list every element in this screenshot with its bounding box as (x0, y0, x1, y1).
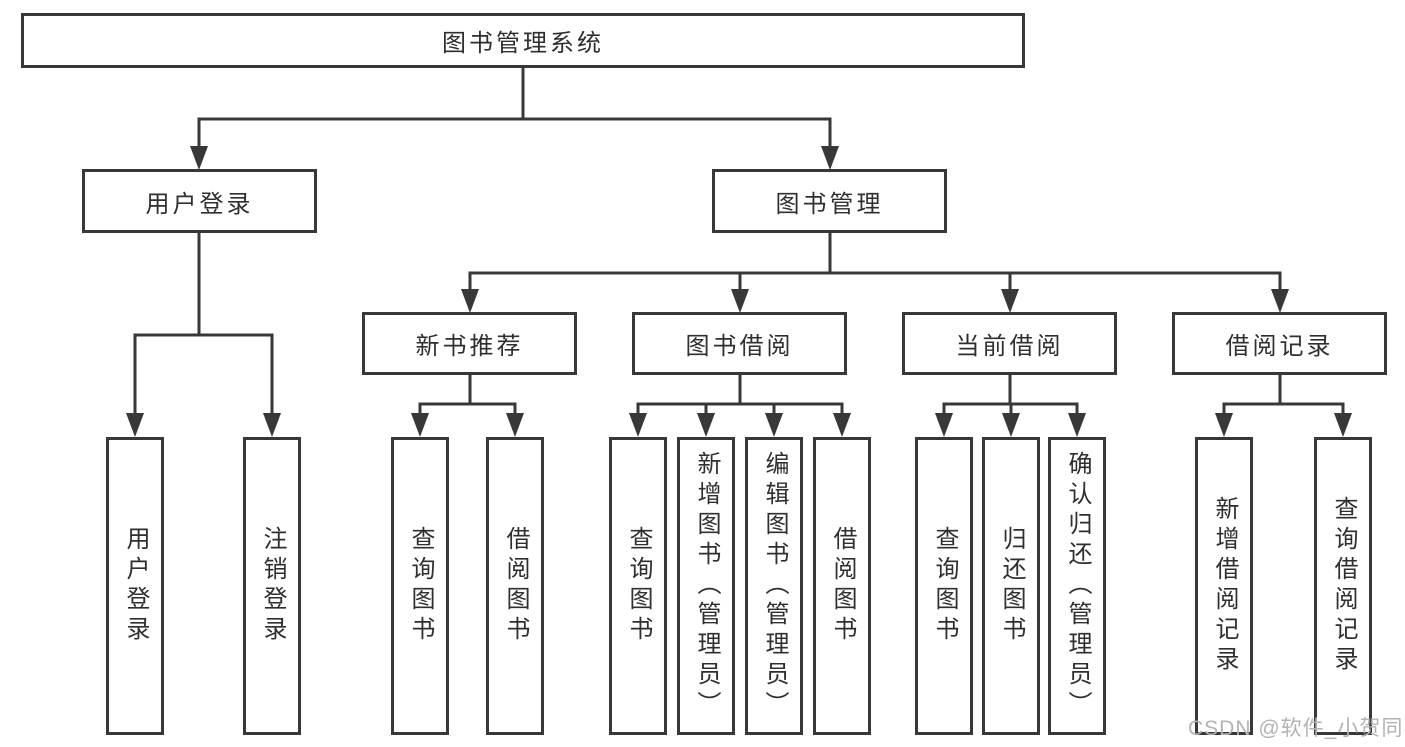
leaf-query-borrow-record: 查询借阅记录 (1314, 437, 1372, 735)
arrowhead-icon (1334, 413, 1352, 437)
arrowhead-icon (731, 289, 749, 313)
arrowhead-icon (1001, 289, 1019, 313)
arrowheads (126, 146, 1352, 437)
leaf-query-books-borrowing: 查询图书 (609, 437, 667, 735)
node-root: 图书管理系统 (21, 13, 1025, 68)
leaf-label: 新增借阅记录 (1211, 496, 1238, 676)
node-label: 图书管理系统 (442, 30, 604, 57)
connector-root-to-level2 (197, 63, 832, 152)
arrowhead-icon (1068, 413, 1086, 437)
node-book-management: 图书管理 (712, 169, 947, 233)
connector-mgmt-to-groups (468, 228, 1282, 296)
node-label: 用户登录 (145, 190, 254, 218)
leaf-label: 借阅图书 (829, 526, 856, 646)
arrowhead-icon (697, 413, 715, 437)
leaf-label: 查询图书 (407, 526, 434, 646)
leaf-borrow-books-borrowing: 借阅图书 (813, 437, 871, 735)
arrowhead-icon (1002, 413, 1020, 437)
connector-current-to-leaves (942, 371, 1079, 420)
arrowhead-icon (190, 146, 208, 170)
connector-records-to-leaves (1222, 371, 1345, 420)
leaf-label: 查询借阅记录 (1330, 496, 1357, 676)
node-label: 新书推荐 (415, 333, 524, 360)
leaf-label: 注销登录 (259, 526, 286, 646)
connector-borrowing-to-leaves (636, 371, 844, 420)
leaf-label: 编辑图书（管理员） (761, 451, 788, 721)
node-new-book-recommendation: 新书推荐 (362, 312, 577, 375)
arrowhead-icon (1215, 413, 1233, 437)
leaf-label: 确认归还（管理员） (1064, 451, 1091, 721)
node-current-borrowing: 当前借阅 (902, 312, 1117, 375)
node-book-borrowing: 图书借阅 (632, 312, 847, 375)
leaf-add-borrow-record: 新增借阅记录 (1195, 437, 1253, 735)
arrowhead-icon (833, 413, 851, 437)
leaf-logout: 注销登录 (243, 437, 301, 735)
node-borrowing-records: 借阅记录 (1172, 312, 1387, 375)
leaf-label: 查询图书 (931, 526, 958, 646)
node-label: 借阅记录 (1225, 333, 1334, 360)
leaf-label: 用户登录 (122, 526, 149, 646)
node-label: 图书借阅 (685, 333, 794, 360)
arrowhead-icon (126, 413, 144, 437)
leaf-user-login: 用户登录 (106, 437, 164, 735)
leaf-edit-books-admin: 编辑图书（管理员） (745, 437, 803, 735)
connector-login-to-leaves (133, 228, 274, 420)
arrowhead-icon (935, 413, 953, 437)
arrowhead-icon (263, 413, 281, 437)
leaf-confirm-return-admin: 确认归还（管理员） (1048, 437, 1106, 735)
node-user-login: 用户登录 (82, 169, 317, 233)
leaf-label: 借阅图书 (502, 526, 529, 646)
leaf-label: 新增图书（管理员） (693, 451, 720, 721)
node-label: 当前借阅 (955, 333, 1064, 360)
leaf-add-books-admin: 新增图书（管理员） (677, 437, 735, 735)
watermark: CSDN @软件_小贺同学 (1188, 717, 1405, 740)
arrowhead-icon (821, 146, 839, 170)
connector-recommend-to-leaves (418, 371, 517, 420)
leaf-query-books-current: 查询图书 (915, 437, 973, 735)
arrowhead-icon (506, 413, 524, 437)
leaf-query-books-recommend: 查询图书 (391, 437, 449, 735)
leaf-borrow-books-recommend: 借阅图书 (486, 437, 544, 735)
arrowhead-icon (629, 413, 647, 437)
leaf-label: 查询图书 (625, 526, 652, 646)
arrowhead-icon (1271, 289, 1289, 313)
leaf-label: 归还图书 (998, 526, 1025, 646)
arrowhead-icon (411, 413, 429, 437)
arrowhead-icon (765, 413, 783, 437)
node-label: 图书管理 (775, 190, 884, 218)
arrowhead-icon (461, 289, 479, 313)
leaf-return-books: 归还图书 (982, 437, 1040, 735)
